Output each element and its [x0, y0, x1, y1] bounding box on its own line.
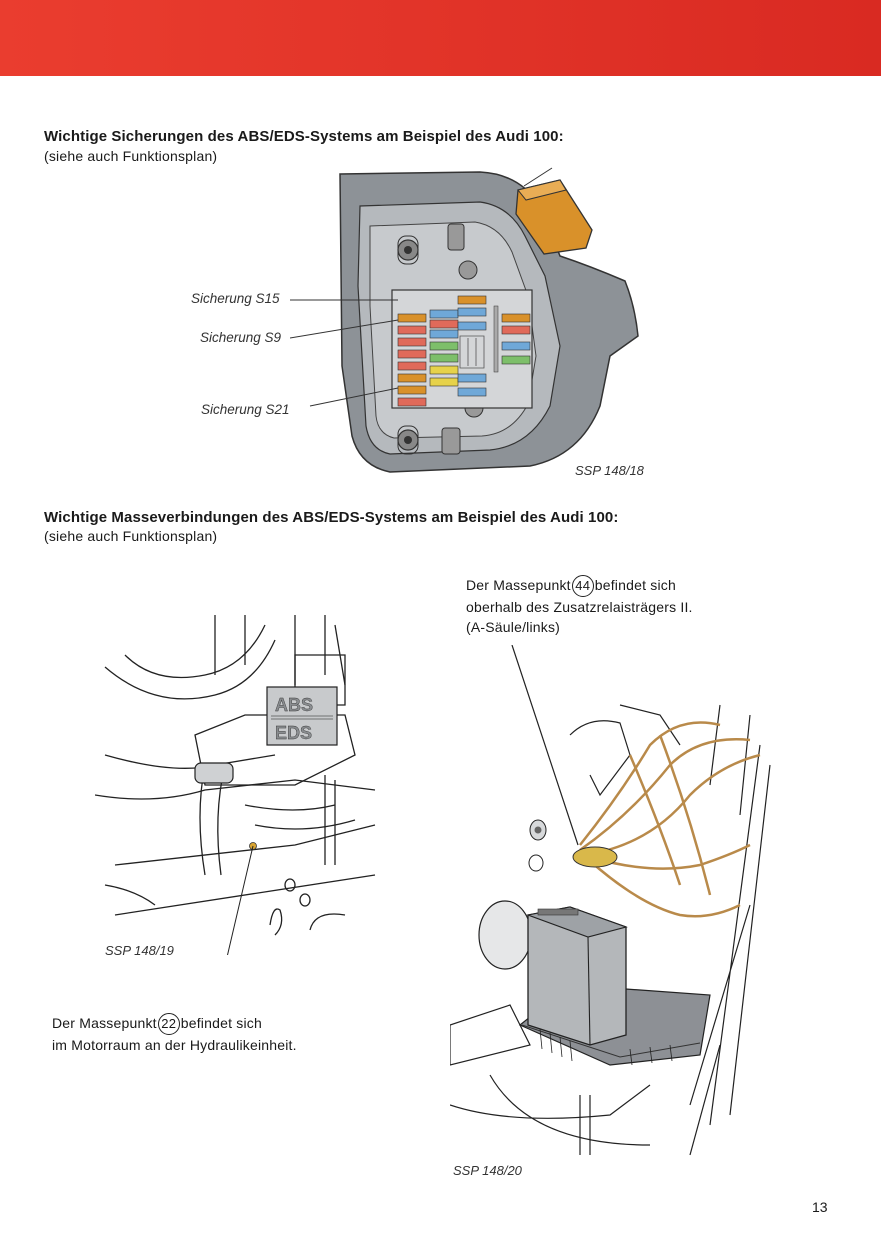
header-band — [0, 0, 881, 76]
label-sicherung-s9: Sicherung S9 — [200, 330, 282, 345]
massepunkt-44-number: 44 — [571, 575, 594, 598]
fuse-column-middle — [429, 309, 459, 387]
abs-label: ABS — [275, 695, 313, 715]
massepunkt-44-post: befindet sich — [594, 577, 676, 593]
section1-heading: Wichtige Sicherungen des ABS/EDS-Systems… — [44, 128, 564, 145]
fuse-box-illustration — [339, 167, 639, 473]
caption-ssp-148-19: SSP 148/19 — [105, 943, 174, 958]
massepunkt-22-number: 22 — [157, 1013, 180, 1036]
massepunkt-44-pre: Der Massepunkt — [466, 577, 571, 593]
page-number: 13 — [812, 1199, 828, 1215]
fuse-column-left — [397, 313, 427, 407]
massepunkt-22-location: im Motorraum an der Hydraulikeinheit. — [52, 1037, 297, 1054]
engine-bay-illustration: ABS EDS — [95, 615, 376, 955]
massepunkt-44-location: oberhalb des Zusatzrelaisträgers II. — [466, 599, 693, 616]
fuse-column-right — [493, 305, 531, 373]
massepunkt-22-post: befindet sich — [180, 1015, 262, 1031]
header-band-graphic — [0, 0, 881, 76]
section2-subheading: (siehe auch Funktionsplan) — [44, 528, 218, 544]
fuse-column-center — [457, 295, 487, 397]
label-sicherung-s15: Sicherung S15 — [191, 291, 280, 306]
massepunkt-44-position: (A-Säule/links) — [466, 619, 561, 636]
caption-ssp-148-20: SSP 148/20 — [453, 1163, 522, 1178]
eds-label: EDS — [275, 723, 312, 743]
caption-ssp-148-18: SSP 148/18 — [575, 463, 644, 478]
label-sicherung-s21: Sicherung S21 — [201, 402, 290, 417]
a-pillar-illustration — [450, 645, 771, 1156]
section2-heading: Wichtige Masseverbindungen des ABS/EDS-S… — [44, 509, 619, 526]
section1-subheading: (siehe auch Funktionsplan) — [44, 148, 218, 164]
massepunkt-22-pre: Der Massepunkt — [52, 1015, 157, 1031]
fuse-leader-lines — [290, 299, 399, 407]
